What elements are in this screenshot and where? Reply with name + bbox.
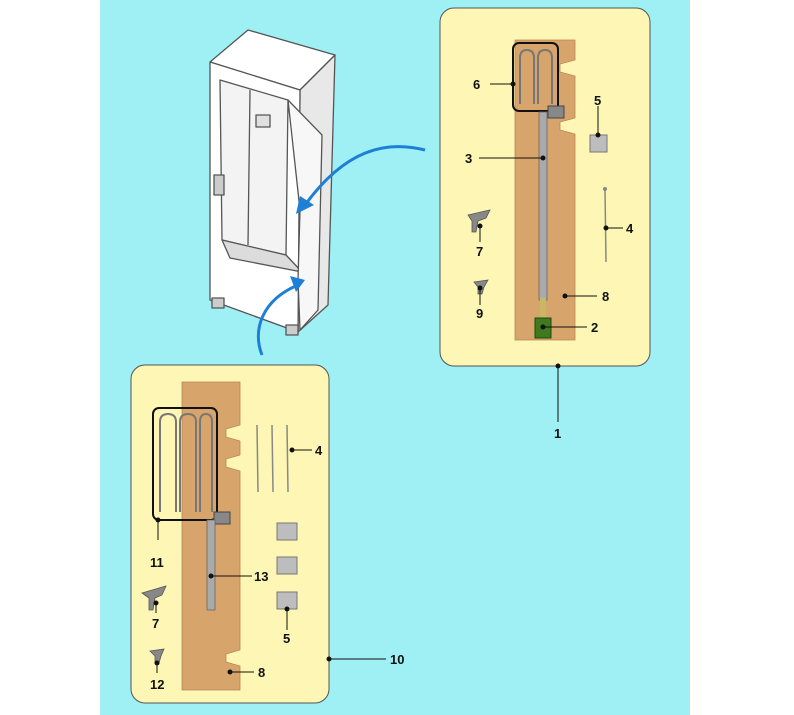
callout-4: 4 <box>315 443 323 458</box>
top-leader-lines <box>477 81 623 422</box>
callout-10: 10 <box>390 652 404 667</box>
clip-plate-icon <box>276 522 298 541</box>
callout-8: 8 <box>602 289 609 304</box>
assembly-arrows <box>256 145 426 356</box>
fixing-rod-icon <box>256 424 259 493</box>
mounting-strip <box>206 519 216 611</box>
push-rivet-icon <box>467 209 491 233</box>
cabinet-illustration <box>209 29 336 336</box>
cabinet-inner-divider <box>247 89 251 246</box>
callout-7: 7 <box>152 616 159 631</box>
fixing-rod-head-icon <box>603 187 607 191</box>
arrow-to-upper-location <box>303 145 426 206</box>
sensor-tube <box>540 298 546 318</box>
callout-2: 2 <box>591 320 598 335</box>
arrow-to-lower-location <box>256 283 299 356</box>
arrowhead-lower <box>290 276 305 292</box>
callout-13: 13 <box>254 569 268 584</box>
bottom-leader-lines <box>153 447 386 675</box>
callout-5: 5 <box>283 631 290 646</box>
cabinet-latch <box>213 174 225 196</box>
connector-block <box>547 105 565 119</box>
cabinet-foot-left <box>211 297 225 309</box>
heating-element-coil-icon <box>519 48 553 104</box>
callout-11: 11 <box>150 555 164 570</box>
cabinet-interior-back <box>219 79 289 256</box>
mounting-strip <box>538 111 548 301</box>
clip-plate-icon <box>276 591 298 610</box>
callout-6: 6 <box>473 77 480 92</box>
top-parts-panel: 6 5 3 4 7 8 9 2 1 <box>439 7 651 441</box>
heating-element-highlight-box <box>152 407 218 521</box>
callout-1: 1 <box>554 426 561 441</box>
callout-12: 12 <box>150 677 164 692</box>
clip-plate-icon <box>589 134 608 153</box>
heating-element-coil-icon <box>159 412 213 512</box>
cabinet-vent <box>255 114 271 128</box>
callout-8: 8 <box>258 665 265 680</box>
connector-block <box>213 511 231 525</box>
callout-3: 3 <box>465 151 472 166</box>
heating-element-highlight-box <box>512 42 559 112</box>
arrowhead-upper <box>296 196 314 214</box>
callout-5: 5 <box>594 93 601 108</box>
clip-plate-icon <box>276 556 298 575</box>
fixing-rod-icon <box>271 424 274 493</box>
callout-4: 4 <box>626 221 634 236</box>
callout-9: 9 <box>476 306 483 321</box>
fixing-rod-icon <box>286 424 289 493</box>
cabinet-foot-right <box>285 324 299 336</box>
callout-7: 7 <box>476 244 483 259</box>
bottom-parts-panel: 4 11 13 7 5 10 8 12 <box>130 364 404 704</box>
